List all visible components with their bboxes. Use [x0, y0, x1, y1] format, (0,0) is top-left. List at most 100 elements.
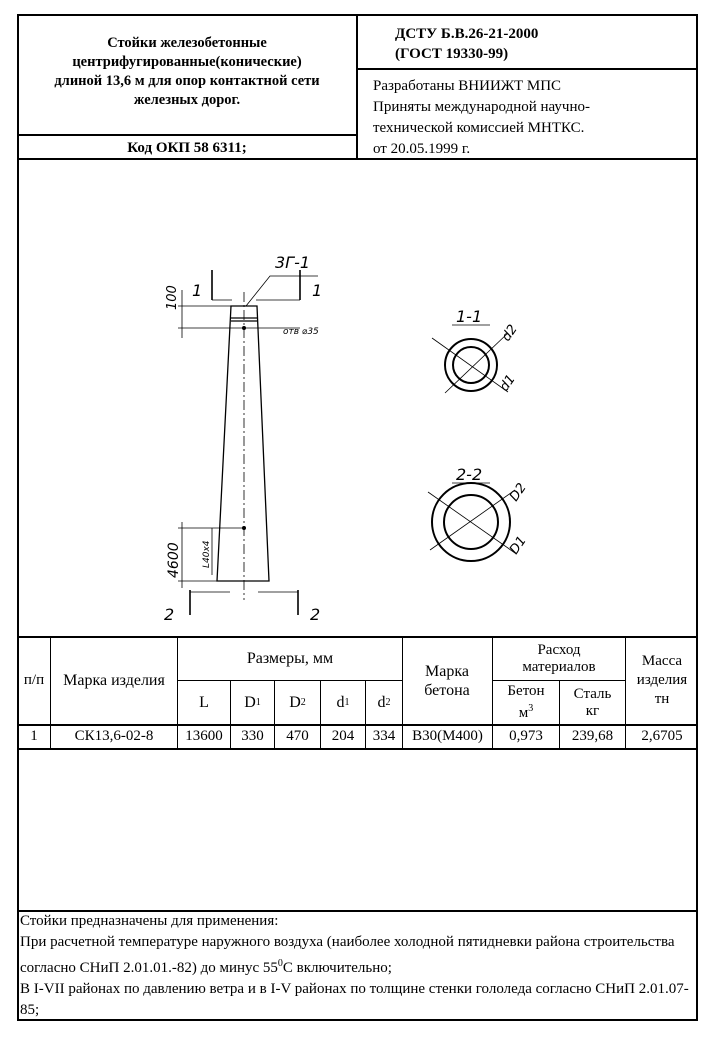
okp-code: Код ОКП 58 6311;: [127, 140, 247, 156]
pole-drawing: 3Г-1 1 1 100 отв ⌀35 4600 L40х4 2 2 1-1 …: [164, 253, 530, 624]
developer-info: Разработаны ВНИИЖТ МПС Приняты междунаро…: [373, 76, 590, 160]
section-1-outer-circle: [444, 338, 498, 392]
label-3g1: 3Г-1: [275, 253, 310, 272]
note-tail: С включительно;: [282, 960, 392, 976]
section-2-title: 2-2: [456, 465, 482, 484]
row-mark: СК13,6-02-8: [74, 728, 154, 744]
table-row-bottom-line: [17, 748, 698, 750]
table-consumption-header-line: [492, 680, 625, 681]
hole-dot: [242, 326, 246, 330]
section-1-left-label: 1: [192, 281, 202, 300]
section-1-d1-line: [431, 337, 509, 393]
col-line: [230, 680, 231, 748]
concrete-unit-text: м: [518, 705, 529, 721]
header-num: п/п: [23, 672, 45, 688]
title-line: центрифугированные(конические): [72, 54, 302, 70]
section-1-right-label: 1: [312, 281, 322, 300]
document-title: Стойки железобетонные центрифугированные…: [20, 34, 354, 110]
developer-line: технической комиссией МНТКС.: [373, 120, 585, 136]
title-line: железных дорог.: [133, 92, 241, 108]
col-line: [320, 680, 321, 748]
header-L: L: [199, 694, 209, 711]
header-mass: Масса изделия тн: [626, 637, 698, 724]
section-2-inner-circle: [443, 494, 499, 550]
note-line: Стойки предназначены для применения:: [20, 913, 279, 929]
header-concrete: Бетон м3: [493, 681, 559, 724]
note-line: В I-VII районах по давлению ветра и в I-…: [20, 981, 689, 1018]
row-D2: 470: [286, 728, 309, 744]
table-header-bottom-line: [17, 724, 698, 726]
table-dims-header-line: [177, 680, 402, 681]
header-mass-label: Масса изделия: [636, 653, 688, 688]
col-line: [274, 680, 275, 748]
col-line: [177, 636, 178, 748]
header-consumption: Расход материалов: [522, 641, 596, 675]
col-line: [625, 636, 626, 748]
notes-top-line: [17, 910, 698, 912]
developer-line: от 20.05.1999 г.: [373, 141, 471, 157]
header-d2-letter: d: [377, 694, 386, 711]
header-d1-sub: 1: [344, 697, 350, 708]
col-line: [492, 636, 493, 748]
row-L: 13600: [185, 728, 223, 744]
header-D2-letter: D: [289, 694, 301, 711]
section-1-inner-circle: [452, 346, 490, 384]
standard-line: (ГОСТ 19330-99): [395, 46, 509, 62]
header-bottom-line: [17, 158, 698, 160]
title-line: длиной 13,6 м для опор контактной сети: [54, 73, 320, 89]
header-d2-sub: 2: [385, 697, 391, 708]
table-top-line: [17, 636, 698, 638]
section-1-title: 1-1: [456, 307, 482, 326]
header-D2-sub: 2: [300, 697, 306, 708]
header-concrete-label: Бетон: [507, 683, 545, 699]
header-D1-letter: D: [244, 694, 256, 711]
notes-block: Стойки предназначены для применения: При…: [20, 911, 696, 1021]
header-divider-left: [17, 134, 357, 136]
developer-line: Разработаны ВНИИЖТ МПС: [373, 78, 562, 94]
header-divider-right: [356, 68, 698, 70]
col-line: [402, 636, 403, 748]
header-D1-sub: 1: [255, 697, 261, 708]
row-D1: 330: [241, 728, 264, 744]
dim-100-label: 100: [165, 285, 180, 310]
section-2-right-label: 2: [310, 605, 320, 624]
header-mass-unit: тн: [654, 691, 670, 707]
row-concrete: 0,973: [509, 728, 543, 744]
angle-dot: [242, 526, 246, 530]
section-1-d1-label: d1: [497, 372, 519, 394]
header-steel-unit: кг: [585, 702, 600, 719]
header-concrete-mark: Марка бетона: [424, 662, 470, 699]
section-1-d2-label: d2: [499, 322, 521, 344]
hole-label: отв ⌀35: [283, 327, 319, 337]
col-line: [50, 636, 51, 748]
title-line: Стойки железобетонные: [107, 35, 267, 51]
col-line: [559, 680, 560, 748]
standard-number: ДСТУ Б.В.26-21-2000 (ГОСТ 19330-99): [395, 24, 538, 64]
header-divider-vertical: [356, 14, 358, 160]
note-line: При расчетной температуре наружного возд…: [20, 932, 696, 979]
developer-line: Приняты международной научно-: [373, 99, 590, 115]
standard-line: ДСТУ Б.В.26-21-2000: [395, 26, 539, 42]
header-dims: Размеры, мм: [246, 650, 334, 667]
pole-outline: [216, 305, 270, 582]
angle-label: L40х4: [202, 540, 212, 568]
dim-4600-label: 4600: [166, 542, 182, 578]
row-concrete-mark: В30(М400): [412, 728, 483, 744]
row-d1: 204: [331, 728, 355, 744]
row-steel: 239,68: [571, 728, 614, 744]
header-steel-label: Сталь: [573, 685, 612, 702]
header-concrete-unit: м3: [519, 700, 534, 722]
row-num: 1: [30, 728, 38, 744]
section-2-left-label: 2: [164, 605, 174, 624]
header-steel: Сталь кг: [560, 681, 625, 724]
section-2-D1-label: D1: [507, 534, 530, 558]
note-text: При расчетной температуре наружного возд…: [20, 934, 675, 976]
header-mark: Марка изделия: [63, 672, 165, 689]
note-degree-sup: 0: [277, 958, 283, 969]
section-2-D2-line: [429, 489, 516, 551]
col-line: [365, 680, 366, 748]
